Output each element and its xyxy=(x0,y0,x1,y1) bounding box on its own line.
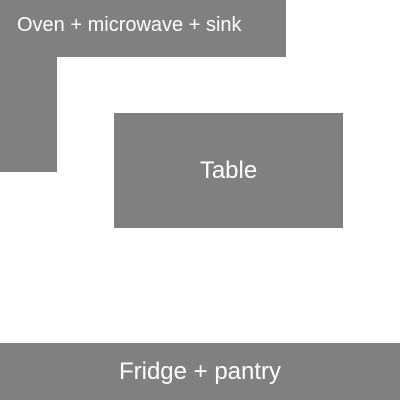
table-zone: Table xyxy=(114,113,343,228)
counter-zone-label: Oven + microwave + sink xyxy=(17,14,242,36)
table-zone-label: Table xyxy=(199,156,258,184)
fridge-pantry-zone-label: Fridge + pantry xyxy=(118,357,282,385)
counter-zone-top-arm xyxy=(0,0,286,57)
fridge-pantry-zone: Fridge + pantry xyxy=(0,343,400,400)
counter-zone-side-arm xyxy=(0,57,57,172)
